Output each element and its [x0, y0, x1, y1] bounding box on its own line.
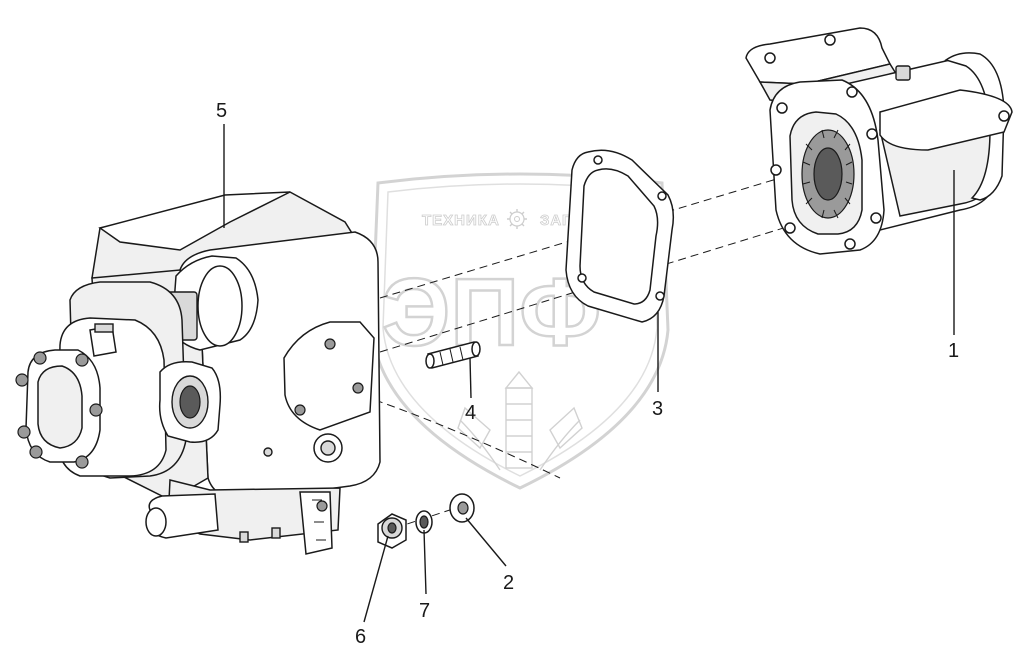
watermark-brand-left: ТЕХНИКА: [422, 212, 500, 229]
part-7-lock-washer: [415, 510, 433, 534]
part-1-adapter-housing: [745, 27, 1013, 255]
part-4-stud: [425, 341, 481, 369]
callout-1: 1: [948, 340, 959, 362]
callout-labels: 5 1 3 4 2 7 6: [216, 100, 959, 648]
callout-5: 5: [216, 100, 227, 122]
cover-bolts: [15, 351, 103, 469]
callout-7: 7: [419, 600, 430, 622]
callout-2: 2: [503, 572, 514, 594]
part-5-pump-gearbox: [15, 191, 381, 555]
part-2-washer: [449, 493, 475, 523]
callout-leaders: [223, 124, 955, 623]
wheat-emblem-icon: [457, 370, 583, 471]
callout-4: 4: [465, 402, 476, 424]
part-6-nut: [377, 513, 407, 549]
watermark-monogram: ЭПФ: [382, 259, 601, 366]
part-3-gasket: [565, 149, 675, 323]
callout-3: 3: [652, 398, 663, 420]
callout-6: 6: [355, 626, 366, 648]
watermark-shield: [370, 172, 670, 490]
gear-icon: [507, 209, 527, 229]
